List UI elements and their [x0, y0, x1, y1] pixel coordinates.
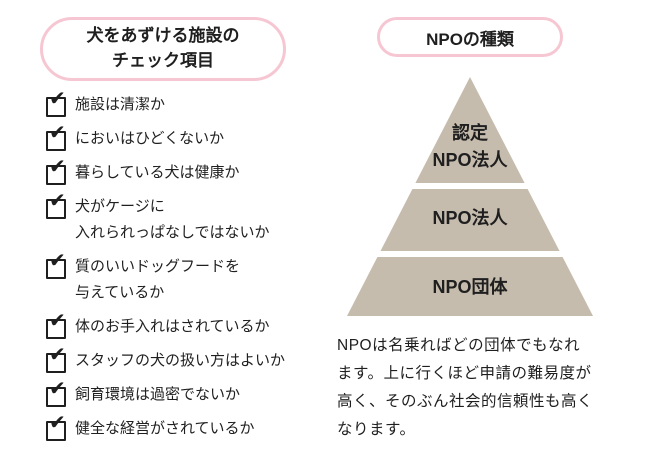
- checklist-item: ✔ 健全な経営がされているか: [46, 413, 338, 442]
- checklist-item-text: 質のいいドッグフードを 与えているか: [75, 254, 240, 306]
- checked-checkbox-icon: ✔: [46, 413, 66, 441]
- pyramid-level-bottom-label: NPO団体: [432, 277, 508, 297]
- caption-line: 高く、そのぶん社会的信頼性も高く: [337, 393, 594, 410]
- checked-checkbox-icon: ✔: [46, 157, 66, 185]
- checked-checkbox-icon: ✔: [46, 345, 66, 373]
- pyramid-level-middle-shape: [380, 189, 560, 251]
- check-mark-icon: ✔: [49, 88, 66, 110]
- pyramid-level-bottom-shape: [347, 257, 593, 316]
- pyramid-title-badge: NPOの種類: [377, 17, 563, 57]
- checklist-item-line: 健全な経営がされているか: [75, 420, 255, 437]
- pyramid-caption: NPOは名乗ればどの団体でもなれ ます。上に行くほど申請の難易度が 高く、そのぶ…: [337, 332, 647, 444]
- check-mark-icon: ✔: [49, 378, 66, 400]
- checked-checkbox-icon: ✔: [46, 311, 66, 339]
- pyramid-level-middle-label: NPO法人: [432, 208, 508, 228]
- checklist-item-line: 犬がケージに: [75, 198, 165, 215]
- checklist-item-line: においはひどくないか: [75, 130, 225, 147]
- checked-checkbox-icon: ✔: [46, 89, 66, 117]
- checklist-item-line: 体のお手入れはされているか: [75, 318, 270, 335]
- checklist-item-text: スタッフの犬の扱い方はよいか: [75, 348, 285, 374]
- caption-line: なります。: [337, 421, 416, 438]
- checklist-item: ✔ スタッフの犬の扱い方はよいか: [46, 345, 338, 374]
- checklist-item-text: 施設は清潔か: [75, 92, 165, 118]
- checklist-item-line: 質のいいドッグフードを: [75, 258, 241, 275]
- checklist-item: ✔ 暮らしている犬は健康か: [46, 157, 338, 186]
- checklist-item-line: 入れられっぱなしではないか: [75, 224, 270, 241]
- pyramid-level-top-shape: [415, 77, 525, 183]
- check-mark-icon: ✔: [49, 310, 66, 332]
- checked-checkbox-icon: ✔: [46, 123, 66, 151]
- checklist: ✔ 施設は清潔か ✔ においはひどくないか ✔ 暮らしている犬は健康か ✔ 犬が…: [46, 89, 338, 450]
- check-mark-icon: ✔: [49, 156, 66, 178]
- checklist-item-line: スタッフの犬の扱い方はよいか: [75, 352, 286, 369]
- checklist-item: ✔ 飼育環境は過密でないか: [46, 379, 338, 408]
- checklist-item: ✔ 犬がケージに 入れられっぱなしではないか: [46, 191, 338, 246]
- checklist-item-line: 与えているか: [75, 284, 165, 301]
- check-mark-icon: ✔: [49, 412, 66, 434]
- checklist-item: ✔ 体のお手入れはされているか: [46, 311, 338, 340]
- checklist-title-line2: チェック項目: [112, 51, 214, 70]
- checked-checkbox-icon: ✔: [46, 379, 66, 407]
- checklist-title-line1: 犬をあずける施設の: [86, 26, 240, 46]
- checklist-item: ✔ 施設は清潔か: [46, 89, 338, 118]
- checklist-item-text: 健全な経営がされているか: [75, 416, 255, 442]
- checklist-item-text: 犬がケージに 入れられっぱなしではないか: [75, 194, 270, 246]
- check-mark-icon: ✔: [49, 190, 66, 212]
- checklist-item-line: 飼育環境は過密でないか: [75, 386, 241, 403]
- pyramid-top-label-line1: 認定: [452, 123, 488, 143]
- check-mark-icon: ✔: [49, 344, 66, 366]
- checklist-title-badge: 犬をあずける施設の チェック項目: [40, 17, 286, 81]
- checklist-item-text: においはひどくないか: [75, 126, 224, 152]
- checked-checkbox-icon: ✔: [46, 191, 66, 219]
- checklist-item-text: 体のお手入れはされているか: [75, 314, 270, 340]
- pyramid-title: NPOの種類: [426, 29, 514, 49]
- checklist-item-text: 暮らしている犬は健康か: [75, 160, 240, 186]
- pyramid-diagram: [347, 77, 593, 316]
- checklist-item: ✔ 質のいいドッグフードを 与えているか: [46, 251, 338, 306]
- pyramid-top-label-line2: NPO法人: [432, 150, 508, 170]
- checklist-item-line: 施設は清潔か: [75, 96, 166, 113]
- caption-line: NPOは名乗ればどの団体でもなれ: [337, 337, 581, 354]
- check-mark-icon: ✔: [49, 122, 66, 144]
- checked-checkbox-icon: ✔: [46, 251, 66, 279]
- check-mark-icon: ✔: [49, 250, 66, 272]
- pyramid-level-top-label: 認定 NPO法人: [340, 120, 600, 174]
- checklist-item: ✔ においはひどくないか: [46, 123, 338, 152]
- checklist-item-text: 飼育環境は過密でないか: [75, 382, 240, 408]
- caption-line: ます。上に行くほど申請の難易度が: [337, 365, 592, 382]
- checklist-item-line: 暮らしている犬は健康か: [75, 164, 240, 181]
